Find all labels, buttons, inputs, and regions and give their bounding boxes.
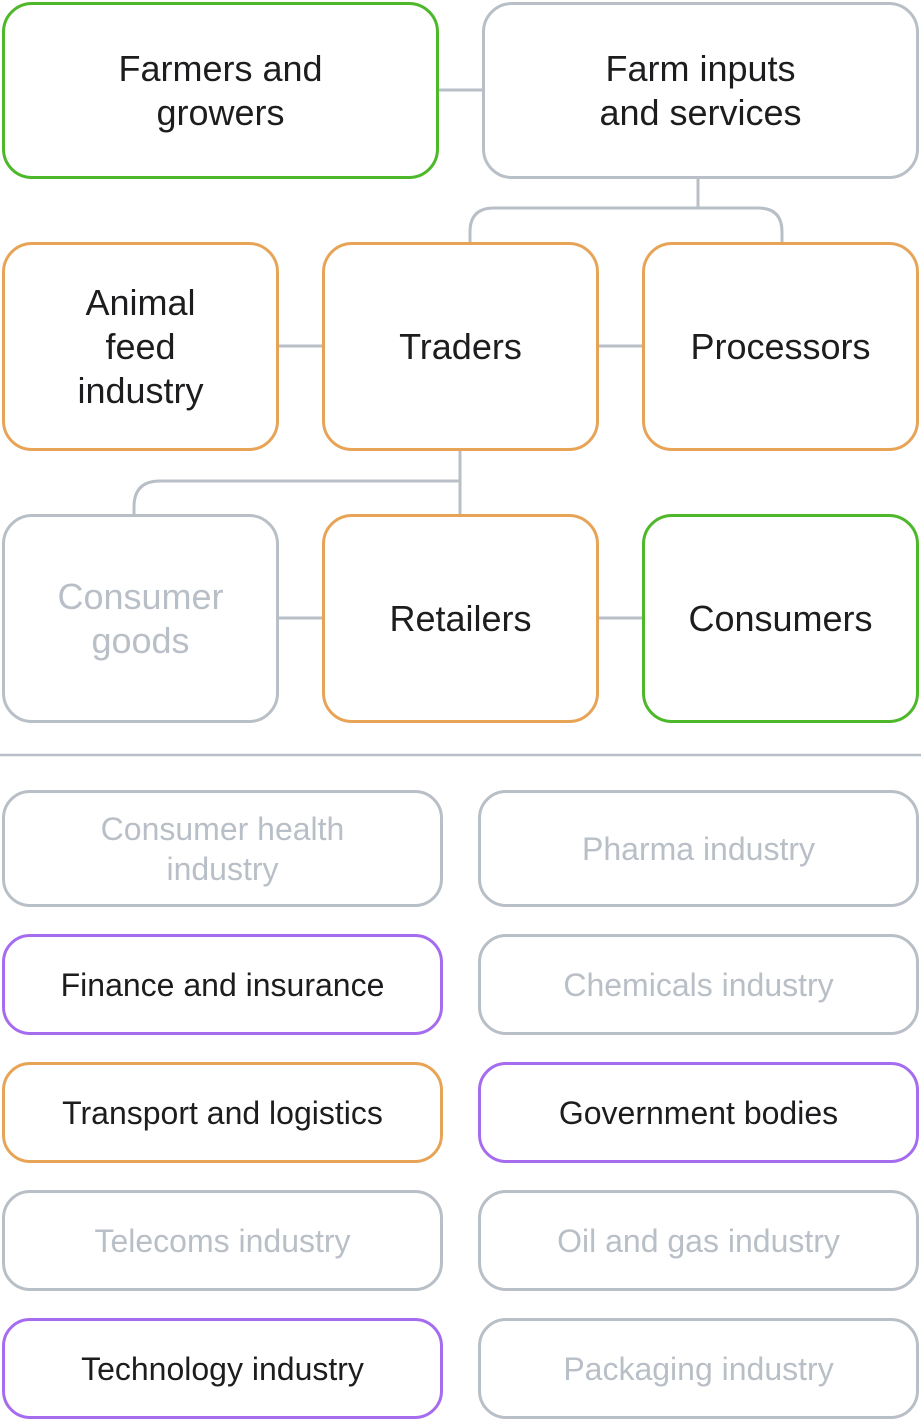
node-label: Consumer goods bbox=[57, 575, 224, 661]
node-label: Chemicals industry bbox=[563, 966, 834, 1003]
node-farm-inputs: Farm inputs and services bbox=[482, 2, 919, 179]
node-label: Government bodies bbox=[558, 1094, 839, 1131]
connector-inputs-branch bbox=[468, 178, 784, 242]
node-traders: Traders bbox=[322, 242, 599, 451]
node-label: Traders bbox=[399, 325, 522, 367]
node-label: Finance and insurance bbox=[60, 966, 385, 1003]
node-label: Oil and gas industry bbox=[557, 1222, 840, 1259]
node-finance: Finance and insurance bbox=[2, 934, 443, 1035]
node-processors: Processors bbox=[642, 242, 919, 451]
node-consumer-health: Consumer health industry bbox=[2, 790, 443, 907]
node-label: Packaging industry bbox=[563, 1350, 834, 1387]
node-label: Animal feed industry bbox=[77, 281, 204, 411]
node-telecoms: Telecoms industry bbox=[2, 1190, 443, 1291]
node-consumer-goods: Consumer goods bbox=[2, 514, 279, 723]
node-technology: Technology industry bbox=[2, 1318, 443, 1419]
node-animal-feed: Animal feed industry bbox=[2, 242, 279, 451]
node-label: Processors bbox=[690, 325, 871, 367]
node-chemicals: Chemicals industry bbox=[478, 934, 919, 1035]
node-government: Government bodies bbox=[478, 1062, 919, 1163]
connector-traders-branch bbox=[132, 450, 462, 514]
node-label: Farmers and growers bbox=[118, 47, 323, 133]
node-oil-gas: Oil and gas industry bbox=[478, 1190, 919, 1291]
node-consumers: Consumers bbox=[642, 514, 919, 723]
node-label: Consumer health industry bbox=[100, 810, 345, 887]
node-label: Farm inputs and services bbox=[599, 47, 802, 133]
node-farmers: Farmers and growers bbox=[2, 2, 439, 179]
node-label: Technology industry bbox=[81, 1350, 364, 1387]
node-retailers: Retailers bbox=[322, 514, 599, 723]
node-label: Retailers bbox=[389, 597, 532, 639]
node-label: Transport and logistics bbox=[62, 1094, 383, 1131]
node-packaging: Packaging industry bbox=[478, 1318, 919, 1419]
node-label: Telecoms industry bbox=[94, 1222, 351, 1259]
node-label: Consumers bbox=[688, 597, 873, 639]
node-pharma: Pharma industry bbox=[478, 790, 919, 907]
node-transport: Transport and logistics bbox=[2, 1062, 443, 1163]
node-label: Pharma industry bbox=[582, 830, 815, 867]
